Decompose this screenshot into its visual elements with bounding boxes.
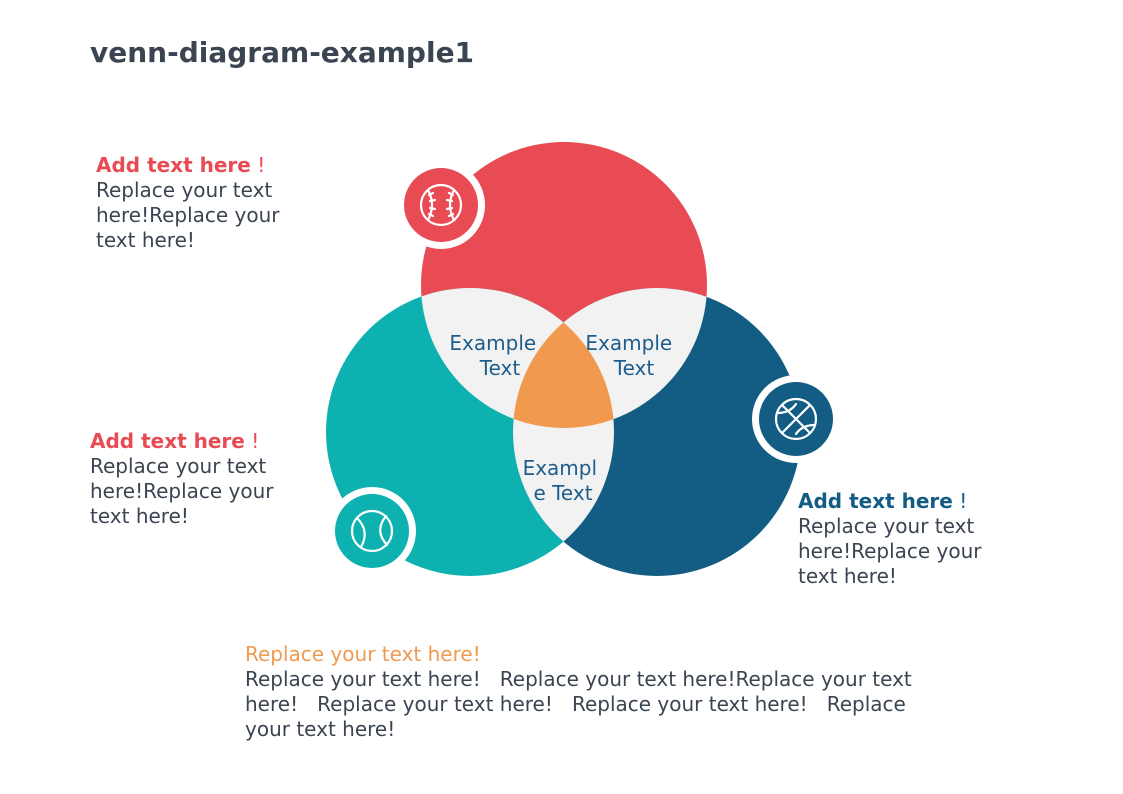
basketball-icon: [774, 397, 818, 441]
note-bottom-heading: Replace your text here!: [245, 642, 481, 666]
baseball-icon: [419, 183, 463, 227]
note-blue: Add text here ! Replace your text here!R…: [798, 489, 1008, 589]
note-blue-body: Replace your text here!Replace your text…: [798, 514, 982, 588]
overlap-label-red-blue: Example Text: [585, 331, 678, 380]
note-teal-body: Replace your text here!Replace your text…: [90, 454, 274, 528]
page-title: venn-diagram-example1: [90, 36, 475, 69]
note-bottom-body: Replace your text here! Replace your tex…: [245, 667, 919, 741]
badge-red: [397, 161, 485, 249]
overlap-label-teal-blue: Exampl e Text: [523, 456, 604, 505]
note-teal: Add text here ! Replace your text here!R…: [90, 429, 300, 529]
note-teal-heading: Add text here !: [90, 429, 260, 453]
note-red-body: Replace your text here!Replace your text…: [96, 178, 280, 252]
note-blue-heading: Add text here !: [798, 489, 968, 513]
badge-teal: [328, 487, 416, 575]
overlap-center: [513, 288, 614, 428]
note-red: Add text here ! Replace your text here!R…: [96, 153, 306, 253]
overlap-label-red-teal: Example Text: [449, 331, 542, 380]
note-bottom: Replace your text here! Replace your tex…: [245, 642, 915, 742]
tennis-ball-icon: [350, 509, 394, 553]
badge-blue: [752, 375, 840, 463]
note-red-heading: Add text here !: [96, 153, 266, 177]
